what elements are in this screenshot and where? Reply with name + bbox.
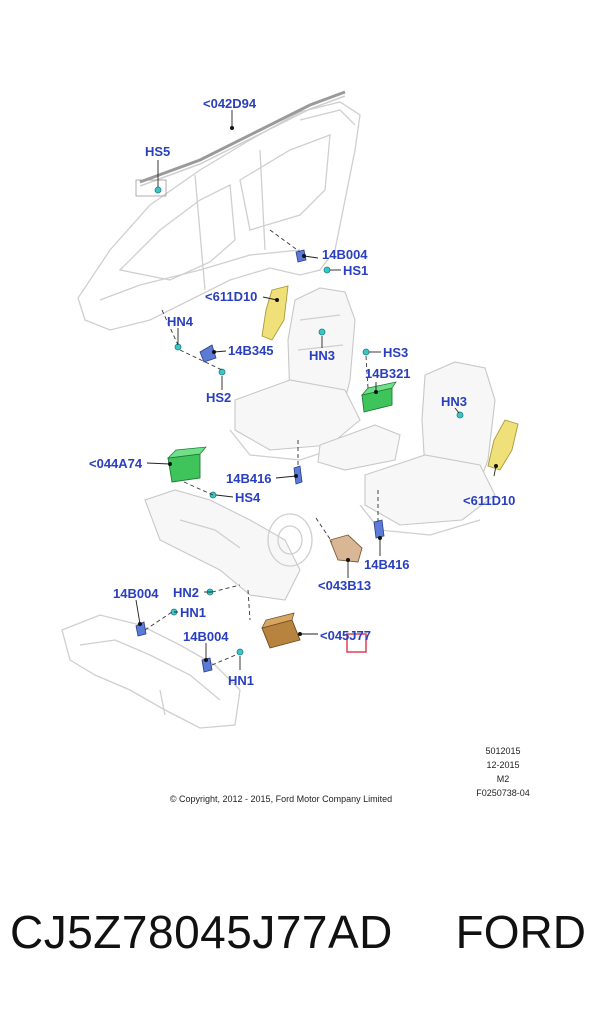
- callout-HN1-b: HN1: [228, 673, 254, 688]
- seat-side-airbag-passenger: [487, 419, 519, 471]
- callout-HS3: HS3: [383, 345, 408, 360]
- callout-14B416-a: 14B416: [226, 471, 272, 486]
- sensor-bracket-14B416-a: [293, 465, 303, 485]
- callout-labels: <042D94 HS5 14B004 HS1 <611D10 HN4 HN3 H…: [89, 96, 515, 688]
- callout-045J77: <045J77: [320, 628, 371, 643]
- callout-HN3-a: HN3: [309, 348, 335, 363]
- callout-043B13: <043B13: [318, 578, 371, 593]
- meta-line2: 12-2015: [486, 760, 519, 770]
- callout-HN3-b: HN3: [441, 394, 467, 409]
- body-side-structure: [77, 101, 361, 331]
- passenger-airbag-module: [167, 446, 207, 483]
- instrument-panel: [144, 489, 313, 601]
- callout-HS2: HS2: [206, 390, 231, 405]
- clip-HS2: [218, 368, 226, 376]
- highlight-box: [346, 633, 367, 653]
- callout-14B321: 14B321: [365, 366, 411, 381]
- callout-14B004-top: 14B004: [322, 247, 368, 262]
- clip-HN3-b: [456, 411, 464, 419]
- brand-name: FORD: [455, 906, 586, 958]
- leader-lines: [135, 110, 498, 670]
- callout-HN4: HN4: [167, 314, 194, 329]
- callout-14B004-mid: 14B004: [113, 586, 159, 601]
- center-console: [317, 424, 401, 471]
- meta-line1: 5012015: [485, 746, 520, 756]
- drawing-metadata: 5012015 12-2015 M2 F0250738-04 © Copyrig…: [170, 746, 530, 804]
- clip-HS5: [154, 186, 162, 194]
- callout-HN2: HN2: [173, 585, 199, 600]
- clip-HS3: [362, 348, 370, 356]
- callout-14B416-b: 14B416: [364, 557, 410, 572]
- callout-14B345: 14B345: [228, 343, 274, 358]
- callout-HS4: HS4: [235, 490, 261, 505]
- callout-611D10-b: <611D10: [463, 493, 515, 508]
- part-number: CJ5Z78045J77AD: [10, 906, 393, 958]
- callout-044A74: <044A74: [89, 456, 143, 471]
- restraint-control-module: [361, 381, 397, 413]
- curtain-airbag-rail: [135, 90, 346, 197]
- sensor-bracket-14B004-top: [295, 249, 307, 263]
- footer: CJ5Z78045J77AD FORD: [0, 905, 600, 975]
- callout-14B004-low: 14B004: [183, 629, 229, 644]
- clip-HN3-a: [318, 328, 326, 336]
- callout-HS1: HS1: [343, 263, 368, 278]
- driver-knee-airbag: [329, 534, 363, 563]
- callout-HN1-a: HN1: [180, 605, 206, 620]
- seat-side-airbag-driver: [261, 285, 289, 341]
- meta-line4: F0250738-04: [476, 788, 530, 798]
- callout-HS5: HS5: [145, 144, 170, 159]
- passenger-seat: [359, 361, 496, 536]
- sensor-bracket-14B345: [199, 344, 217, 363]
- sensor-bracket-14B416-b: [373, 519, 385, 539]
- passenger-knee-airbag: [261, 612, 301, 649]
- driver-seat: [229, 287, 361, 461]
- callout-042D94: <042D94: [203, 96, 257, 111]
- meta-line3: M2: [497, 774, 510, 784]
- clip-HN1-b: [236, 648, 244, 656]
- clip-HS1: [323, 266, 331, 274]
- copyright-notice: © Copyright, 2012 - 2015, Ford Motor Com…: [170, 794, 392, 804]
- callout-611D10-a: <611D10: [205, 289, 257, 304]
